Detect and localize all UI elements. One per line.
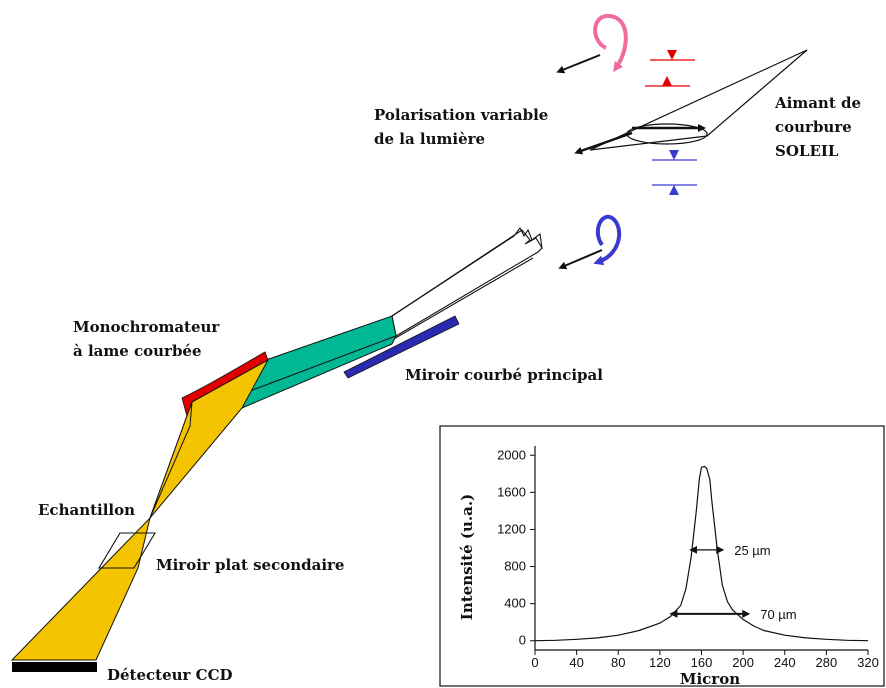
chart-y-tick-label: 800 (504, 559, 526, 574)
chart-x-tick-label: 40 (569, 655, 583, 670)
chart-x-tick-label: 160 (691, 655, 713, 670)
yellow-focusing-beam (149, 358, 270, 519)
chart-x-tick-label: 120 (649, 655, 671, 670)
chart-x-tick-label: 200 (732, 655, 754, 670)
polarisation-arrow-lower (574, 131, 633, 155)
chart-x-tick-label: 0 (531, 655, 538, 670)
polarisation-arrow-bottom (558, 249, 603, 270)
label-polarisation-line2: de la lumière (374, 130, 485, 148)
label-echantillon: Echantillon (38, 501, 135, 519)
yellow-diverging-beam (10, 516, 151, 661)
label-aimant-line2: courbure (775, 118, 852, 136)
chart-x-tick-label: 320 (857, 655, 879, 670)
chart-y-tick-label: 1600 (497, 484, 526, 499)
inset-chart-frame (439, 425, 885, 687)
label-monochromateur-line1: Monochromateur (73, 318, 220, 336)
label-aimant-line3: SOLEIL (775, 142, 839, 160)
label-polarisation-line1: Polarisation variable (374, 106, 548, 124)
ccd-detector (12, 662, 97, 672)
label-miroir-principal: Miroir courbé principal (405, 366, 603, 384)
secondary-flat-mirror (98, 532, 156, 569)
chart-y-tick-label: 400 (504, 596, 526, 611)
chart-x-tick-label: 80 (611, 655, 625, 670)
chart-y-label: Intensité (u.a.) (458, 494, 476, 620)
circular-polarisation-pink-icon (593, 14, 628, 73)
label-detecteur: Détecteur CCD (107, 666, 233, 684)
principal-curved-mirror (343, 315, 460, 379)
chart-y-tick-label: 1200 (497, 521, 526, 536)
chart-annotation-label: 25 µm (734, 543, 770, 558)
inset-chart: 0 400 800 1200 1600 2000 0 40 80 120 160 200 240 280 3… (439, 425, 885, 688)
polarisation-marker-blue (652, 150, 697, 195)
chart-y-tick-label: 0 (519, 633, 526, 648)
polarisation-arrow-upper (556, 54, 601, 74)
chart-x-label: Micron (680, 670, 740, 688)
polarisation-marker-red (645, 50, 695, 87)
circular-polarisation-blue-icon (593, 214, 622, 266)
white-beam-segment (391, 226, 543, 341)
chart-y-tick-label: 2000 (497, 447, 526, 462)
chart-x-tick-label: 240 (774, 655, 796, 670)
label-monochromateur-line2: à lame courbée (73, 342, 202, 360)
chart-series-line (534, 465, 869, 642)
chart-annotation-label: 70 µm (760, 607, 796, 622)
label-miroir-secondaire: Miroir plat secondaire (156, 556, 344, 574)
chart-x-tick-label: 280 (816, 655, 838, 670)
label-aimant-line1: Aimant de (774, 94, 861, 112)
